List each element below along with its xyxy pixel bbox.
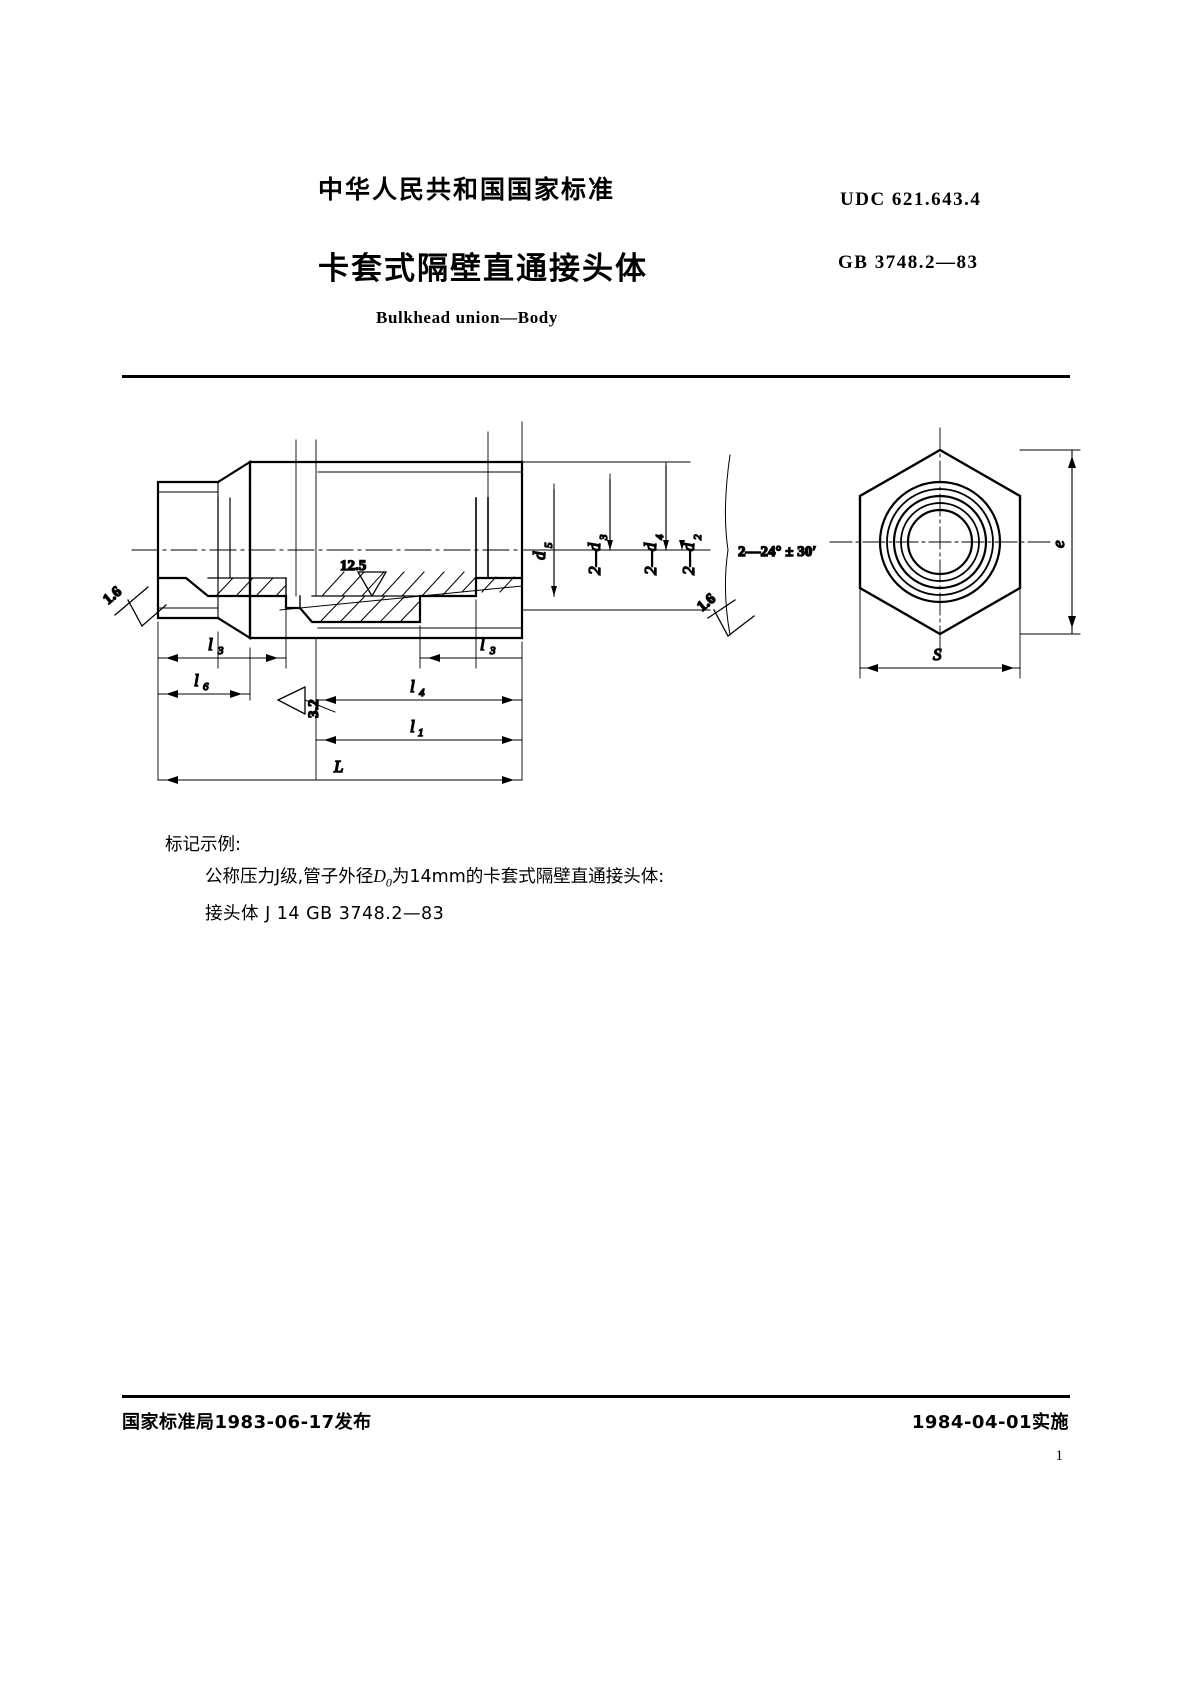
dim-line-l6: l 6 [157, 670, 251, 698]
dim-d3: 2—d [585, 542, 604, 575]
cone-angle-callout: 2—24° ± 30′ [724, 454, 817, 636]
dim-l3-left: l [208, 635, 213, 654]
dim-e: e [1049, 540, 1068, 548]
surface-finish-value-12-5: 12.5 [340, 558, 366, 574]
marking-desc-part1: 公称压力J级,管子外径 [205, 867, 374, 887]
surface-finish-1-6-left: 1.6 [100, 583, 167, 627]
marking-desc-symbol-D-sub: 0 [385, 875, 392, 890]
surface-finish-3-2: 3.2 [277, 686, 336, 719]
marking-example-designation: 接头体 J 14 GB 3748.2—83 [205, 903, 445, 924]
dim-cone-angle: 2—24° ± 30′ [738, 544, 816, 560]
dim-d4: 2—d [641, 542, 660, 575]
technical-drawing: d 5 2—d 3 2—d 4 2—d 2 2—24° [90, 400, 1100, 830]
marking-desc-symbol-D: D [373, 866, 386, 886]
marking-example-description: 公称压力J级,管子外径D0为14mm的卡套式隔壁直通接头体: [205, 861, 664, 899]
dim-l1-sub: 1 [418, 727, 424, 739]
surface-finish-1-6-right: 1.6 [694, 590, 755, 637]
dim-S: S [933, 645, 942, 664]
surface-finish-value-3-2: 3.2 [306, 699, 322, 718]
label-d3: 2—d 3 [584, 533, 610, 575]
dim-d4-sub: 4 [654, 534, 666, 540]
dim-d5-sub: 5 [543, 542, 555, 548]
page-number: 1 [1055, 1448, 1064, 1464]
effective-date-statement: 1984-04-01实施 [911, 1412, 1069, 1433]
lower-extension-lines [157, 599, 523, 781]
dim-line-l3-right: l 3 [419, 634, 523, 662]
surface-finish-value-1-6-left: 1.6 [100, 583, 125, 608]
internal-cone [475, 497, 489, 579]
footer-divider-rule [122, 1395, 1070, 1398]
dim-L: L [333, 757, 343, 776]
dim-d2-sub: 2 [692, 534, 704, 540]
dim-l4-sub: 4 [419, 687, 425, 699]
upper-dimension-arrows [553, 465, 667, 597]
dim-line-S: S [859, 495, 1021, 679]
page-title: 卡套式隔壁直通接头体 [318, 251, 648, 287]
dimension-arrowheads [551, 540, 685, 596]
surface-finish-value-1-6-right: 1.6 [694, 590, 719, 615]
marking-example-block: 标记示例: 公称压力J级,管子外径D0为14mm的卡套式隔壁直通接头体: 接头体… [165, 830, 664, 930]
dim-l1: l [410, 717, 415, 736]
header-divider-rule [122, 375, 1070, 378]
bore-profile [156, 576, 524, 624]
label-d4: 2—d 4 [640, 533, 666, 575]
internal-features [217, 497, 231, 579]
english-subtitle: Bulkhead union—Body [376, 308, 558, 327]
dim-l3-right-sub: 3 [489, 645, 496, 657]
issue-statement: 国家标准局1983-06-17发布 [122, 1412, 372, 1433]
udc-code: UDC 621.643.4 [840, 189, 982, 210]
dim-l6: l [194, 671, 199, 690]
label-d5: d 5 [529, 541, 555, 560]
dim-l3-left-sub: 3 [217, 645, 224, 657]
dim-line-L: L [157, 756, 523, 784]
dim-line-e: e [1019, 449, 1081, 635]
dim-d3-sub: 3 [598, 534, 610, 541]
marking-desc-part2: 为14mm的卡套式隔壁直通接头体: [391, 867, 665, 887]
marking-example-heading: 标记示例: [165, 835, 241, 855]
dim-l4: l [410, 677, 415, 696]
step-detail [285, 577, 301, 609]
top-reference-lines [521, 461, 711, 551]
dim-l6-sub: 6 [203, 681, 209, 693]
left-thread [157, 491, 219, 609]
section-hatching [215, 571, 515, 623]
dim-l3-right: l [480, 635, 485, 654]
label-d2: 2—d 2 [678, 533, 704, 575]
national-standard-heading: 中华人民共和国国家标准 [318, 175, 616, 204]
dim-d5: d [530, 551, 549, 560]
hexagon-center-lines [829, 427, 1053, 659]
surface-finish-12-5: 12.5 [339, 557, 387, 597]
dim-line-l1: l 1 [315, 716, 523, 744]
dim-line-l3-left: l 3 [157, 634, 287, 662]
dim-d2: 2—d [679, 542, 698, 575]
gb-standard-code: GB 3748.2—83 [838, 252, 979, 273]
cone-leader-line [279, 585, 711, 611]
bore-profile-upper [207, 577, 421, 597]
dim-line-l4: l 4 [315, 676, 523, 704]
